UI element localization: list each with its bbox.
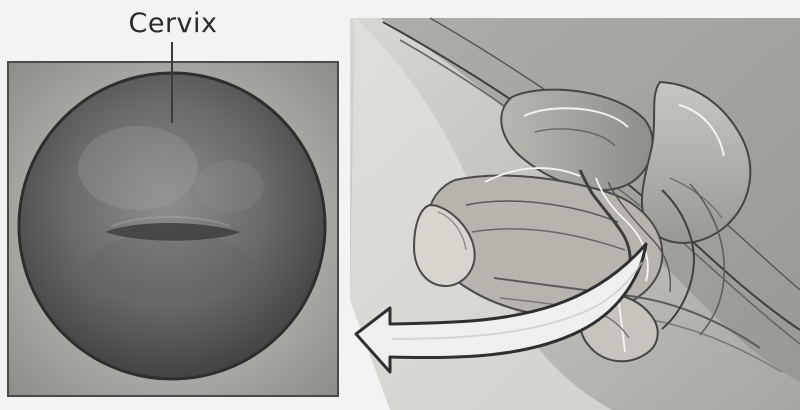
cervix-label: Cervix: [118, 10, 228, 37]
